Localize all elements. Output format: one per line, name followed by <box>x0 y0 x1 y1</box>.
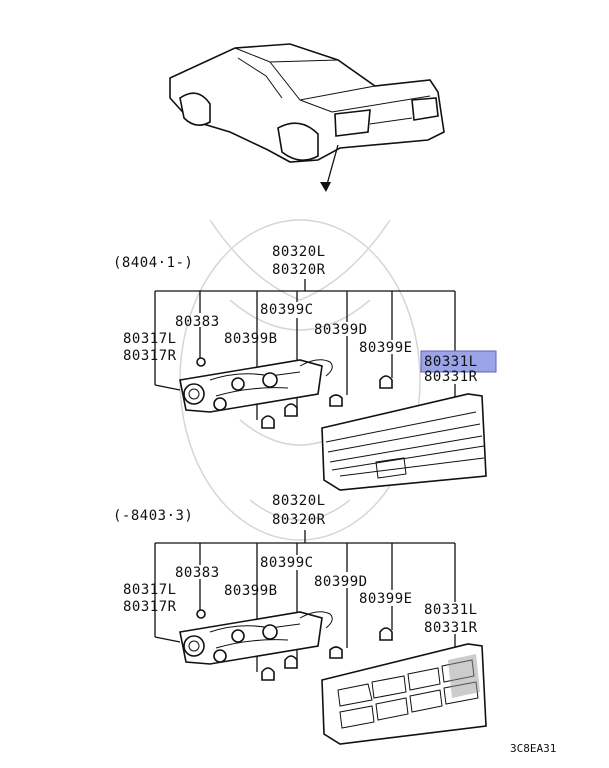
upper-label-80317L: 80317L <box>123 331 177 347</box>
upper-assembly-left: 80320L <box>272 244 326 260</box>
lower-label-80399E: 80399E <box>359 591 413 607</box>
lower-label-80399B: 80399B <box>224 583 278 599</box>
upper-label-80399D: 80399D <box>314 322 368 338</box>
upper-group: (8404·1-) 80320L 80320R 80383 80317L 803… <box>113 244 497 491</box>
upper-label-80331R: 80331R <box>424 369 478 385</box>
upper-label-80317R: 80317R <box>123 348 177 364</box>
upper-label-80383: 80383 <box>175 314 220 330</box>
lower-assembly-left: 80320L <box>272 493 326 509</box>
upper-socket-plate <box>179 357 333 413</box>
lower-label-80331R: 80331R <box>424 620 478 636</box>
lower-label-80317R: 80317R <box>123 599 177 615</box>
arrowhead-icon <box>320 182 331 192</box>
upper-date-range: (8404·1-) <box>113 255 193 271</box>
upper-label-80399C: 80399C <box>260 302 314 318</box>
lower-bulbs <box>261 627 393 681</box>
car-illustration <box>169 43 445 163</box>
lower-label-80331L: 80331L <box>424 602 478 618</box>
upper-lens <box>321 393 487 491</box>
lower-group: (-8403·3) 80320L 80320R 80383 80317L 803… <box>113 493 487 745</box>
upper-assembly-right: 80320R <box>272 262 326 278</box>
lower-lens <box>321 643 487 745</box>
upper-label-80399E: 80399E <box>359 340 413 356</box>
lower-assembly-right: 80320R <box>272 512 326 528</box>
upper-label-80331L[interactable]: 80331L <box>424 354 478 370</box>
lower-date-range: (-8403·3) <box>113 508 193 524</box>
lower-label-80399D: 80399D <box>314 574 368 590</box>
upper-label-80399B: 80399B <box>224 331 278 347</box>
lower-label-80317L: 80317L <box>123 582 177 598</box>
figure-code: 3C8EA31 <box>510 742 556 755</box>
car-pointer-arrow <box>325 144 339 189</box>
upper-bulbs <box>261 375 393 429</box>
upper-highlight-80331L[interactable] <box>420 350 497 373</box>
lower-socket-plate <box>179 609 333 665</box>
lower-label-80383: 80383 <box>175 565 220 581</box>
lower-label-80399C: 80399C <box>260 555 314 571</box>
